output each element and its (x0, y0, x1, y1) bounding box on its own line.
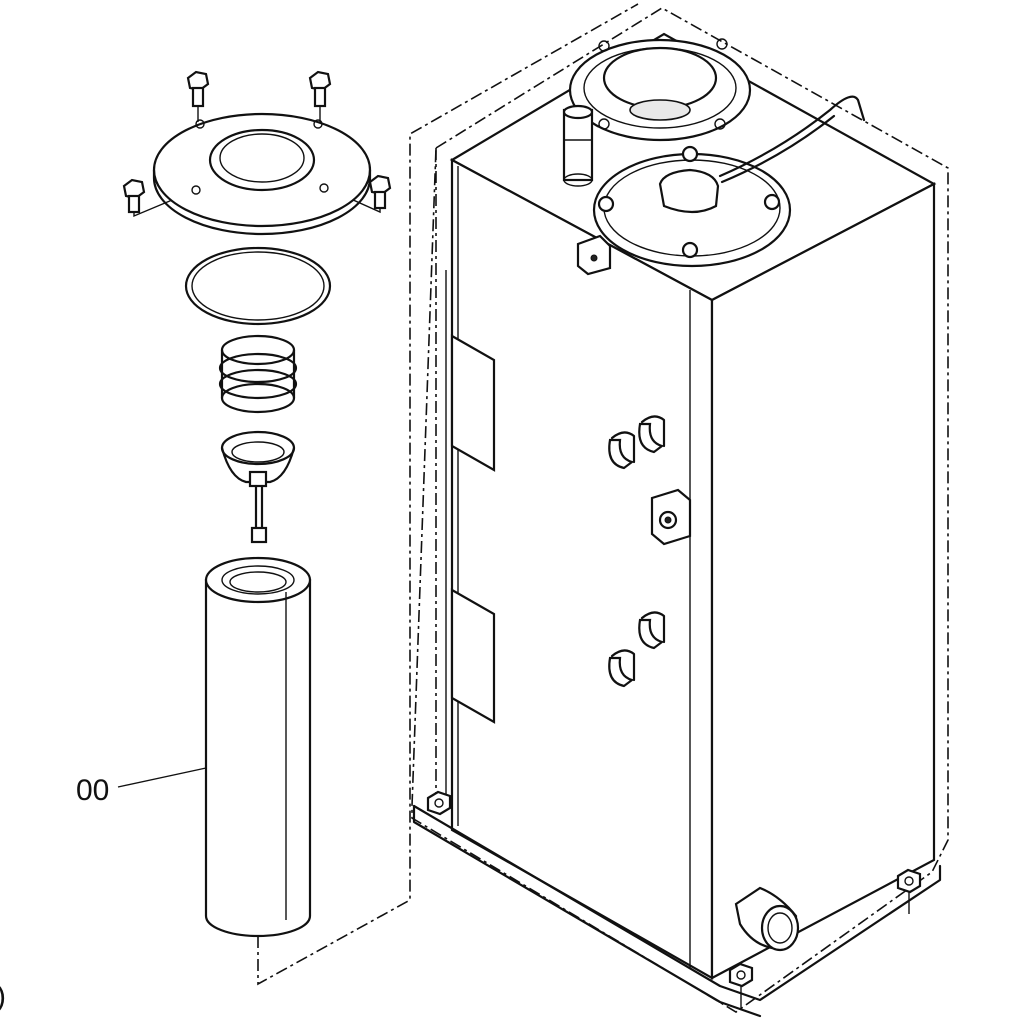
breather-pipe (562, 104, 594, 187)
drain-pipe (734, 886, 800, 952)
filter-cover-assembly (122, 3, 639, 986)
bolt-top-left (186, 70, 210, 122)
cover-plate (152, 112, 372, 236)
filler-port (568, 38, 752, 142)
filter-element (204, 556, 312, 938)
callout-label: 00 (76, 774, 109, 807)
sensor-cover (592, 95, 866, 268)
bolt-top-right (308, 70, 332, 122)
mounting-brackets (445, 270, 496, 800)
level-clips-upper (608, 415, 666, 470)
corner-nuts (426, 790, 922, 1010)
bypass-valve (220, 430, 296, 544)
callout-label-edge: ) (0, 980, 6, 1013)
hydraulic-tank (411, 7, 949, 1018)
spring (218, 334, 298, 414)
callout-edge: ) (0, 980, 6, 1013)
gauge-boss (650, 488, 692, 546)
bolt-left (122, 178, 146, 214)
base-plate (412, 804, 942, 1018)
bolt-right (368, 174, 392, 210)
callout-filter-element: 00 (76, 767, 207, 807)
o-ring (184, 246, 332, 326)
level-clips-lower (608, 611, 666, 688)
lug (576, 234, 612, 276)
